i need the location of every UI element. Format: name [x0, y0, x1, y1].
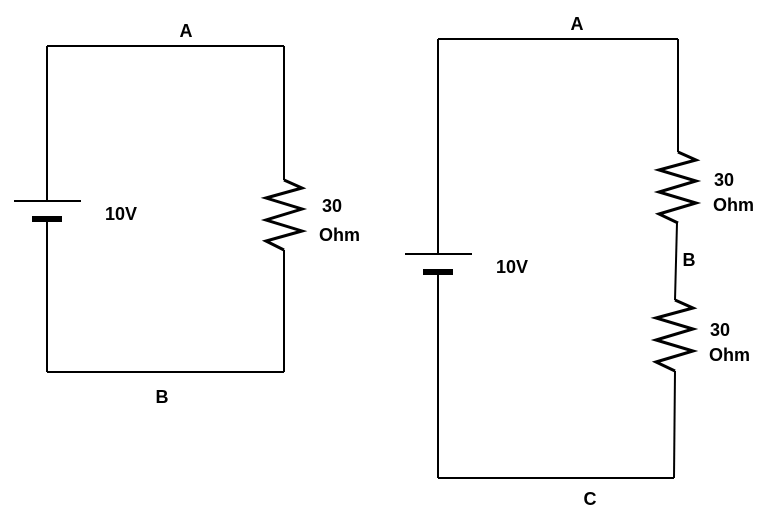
left-resistor-symbol	[260, 178, 308, 252]
right-node-b-label: B	[683, 250, 696, 270]
left-battery-symbol	[14, 200, 81, 222]
right-node-a-label: A	[571, 14, 584, 34]
right-node-c-label: C	[584, 489, 597, 509]
left-resistor-value-label: 30	[322, 196, 342, 216]
right-bottom-resistor-wire-lower	[673, 370, 676, 479]
right-top-resistor-value-label: 30	[714, 170, 734, 190]
right-bottom-resistor-value-label: 30	[710, 320, 730, 340]
right-battery-voltage-label: 10V	[496, 257, 528, 277]
right-top-resistor-symbol	[653, 150, 702, 225]
left-node-b-label: B	[156, 387, 169, 407]
left-circuit: A B 10V 30 Ohm	[14, 21, 360, 407]
right-bottom-resistor-symbol	[650, 298, 699, 373]
left-battery-voltage-label: 10V	[105, 204, 137, 224]
right-circuit: A B C 10V 30 Ohm 30 Ohm	[405, 14, 754, 509]
right-bottom-resistor-unit-label: Ohm	[709, 345, 750, 365]
right-middle-wire	[674, 222, 678, 301]
left-resistor-unit-label: Ohm	[319, 225, 360, 245]
right-top-resistor-unit-label: Ohm	[713, 195, 754, 215]
left-node-a-label: A	[180, 21, 193, 41]
right-battery-symbol	[405, 253, 472, 275]
